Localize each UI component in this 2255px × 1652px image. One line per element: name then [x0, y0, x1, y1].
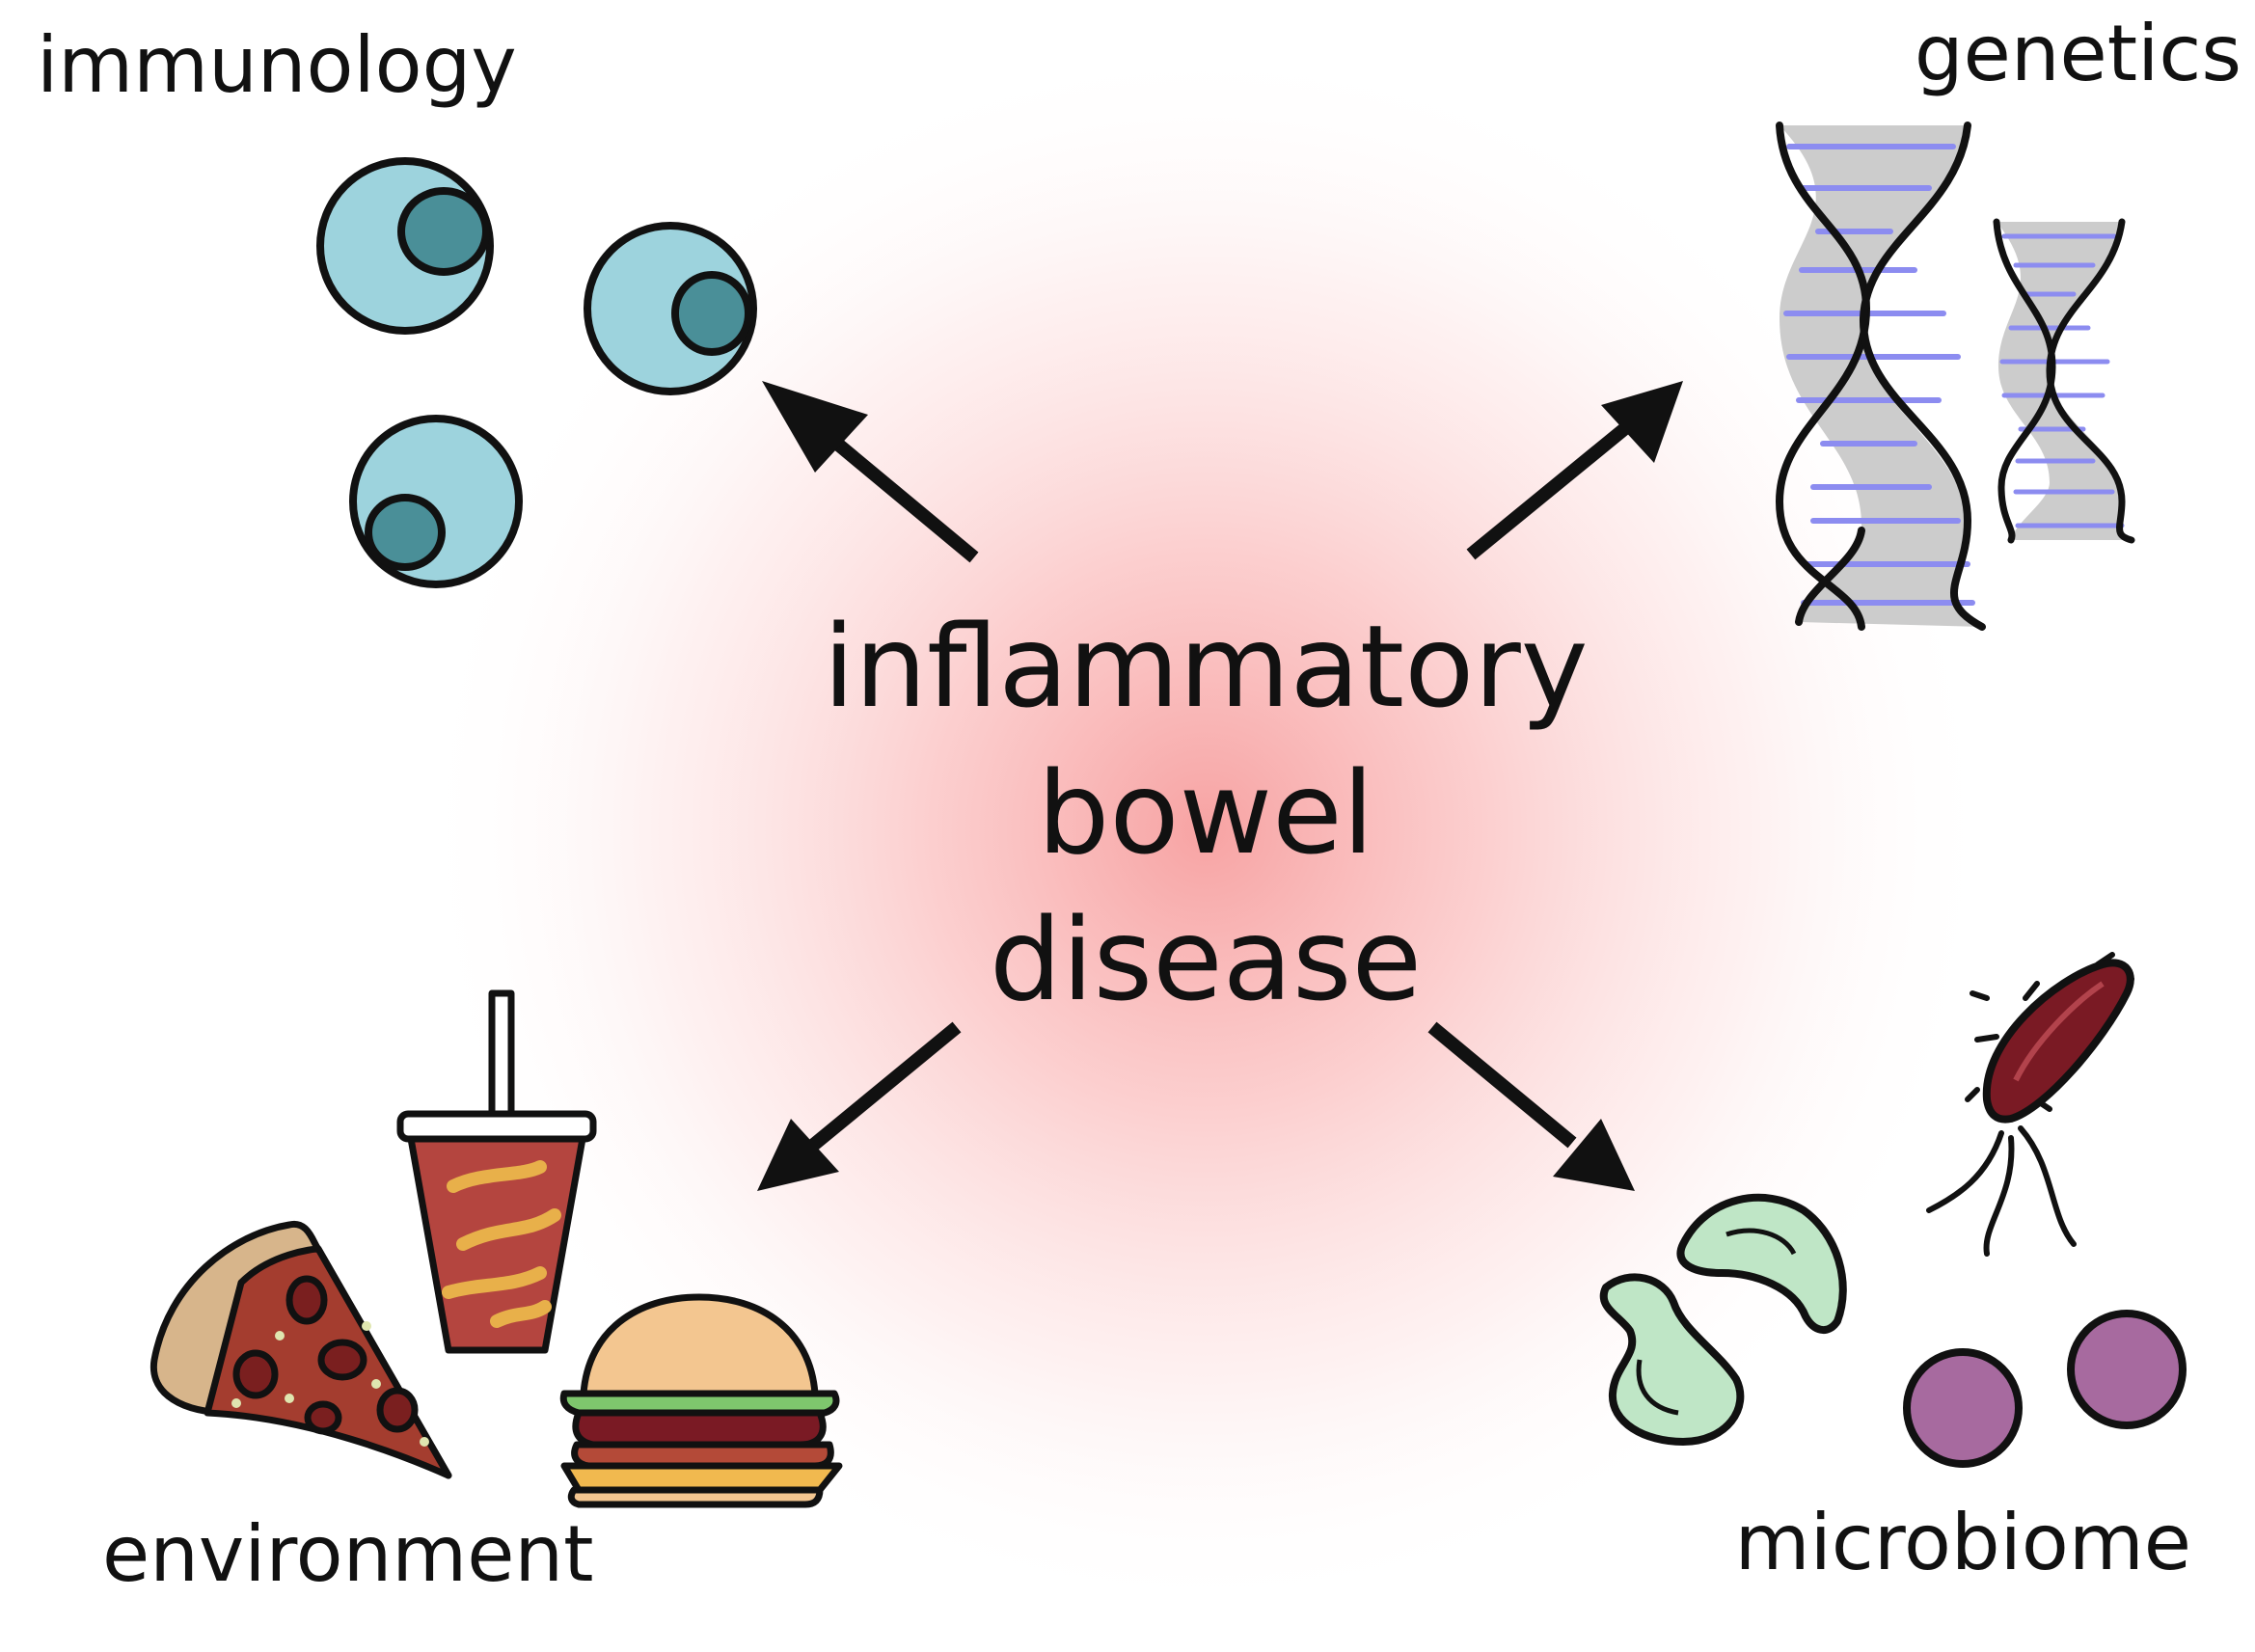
center-title-line-2: bowel: [1037, 746, 1374, 880]
green-bacterium-1: [1676, 1193, 1847, 1334]
immune-cell-3: [349, 415, 523, 588]
arrow-to-immunology: [762, 381, 979, 563]
immune-cell-2: [584, 222, 757, 395]
arrow-to-genetics: [1466, 381, 1683, 560]
label-microbiome: microbiome: [1734, 1498, 2191, 1587]
arrow-to-environment: [757, 1021, 962, 1191]
arrow-to-microbiome: [1427, 1021, 1635, 1191]
pizza-slice: [149, 1220, 452, 1479]
soda-cup: [396, 989, 597, 1354]
dna-helix-large: [1775, 122, 1986, 631]
dna-helix-icon: [1775, 122, 2135, 631]
label-genetics: genetics: [1914, 9, 2241, 98]
bacteria-icon: [1599, 952, 2187, 1468]
dna-helix-small: [1993, 218, 2135, 544]
hamburger: [559, 1293, 843, 1508]
immune-cell-1: [316, 157, 494, 335]
purple-bacterium-2: [2067, 1310, 2187, 1429]
fast-food-icon: [149, 989, 843, 1508]
center-title-line-3: disease: [989, 893, 1423, 1026]
label-environment: environment: [102, 1509, 594, 1599]
label-immunology: immunology: [37, 20, 517, 110]
center-title-line-1: inflammatory: [823, 600, 1589, 733]
rod-bacterium: [1926, 952, 2134, 1257]
arrows: [757, 381, 1683, 1191]
purple-bacterium-1: [1903, 1348, 2023, 1468]
immune-cell-icon: [316, 157, 757, 588]
center-title: inflammatory bowel disease: [772, 593, 1640, 1033]
green-bacterium-2: [1599, 1273, 1745, 1446]
